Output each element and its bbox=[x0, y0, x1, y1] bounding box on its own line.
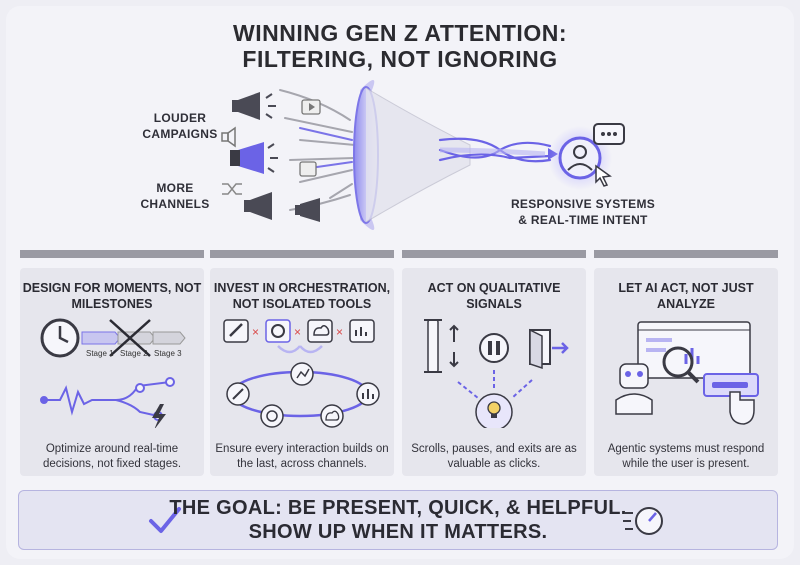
card-description: Optimize around real-time decisions, not… bbox=[42, 443, 182, 470]
gear-icon bbox=[260, 404, 284, 428]
stage-2-label: Stage 2 bbox=[120, 349, 148, 358]
chart-icon bbox=[356, 382, 380, 406]
x-mark-icon: × bbox=[252, 325, 259, 339]
wrench-icon bbox=[223, 319, 249, 343]
card-illustration bbox=[424, 319, 569, 428]
stage-1-label: Stage 1 bbox=[86, 349, 114, 358]
wrench-icon bbox=[226, 382, 250, 406]
page-title-line-1: WINNING GEN Z ATTENTION: bbox=[233, 20, 567, 46]
hero-graphic bbox=[221, 80, 625, 230]
tool-row: × × × bbox=[223, 319, 375, 343]
lightning-icon bbox=[152, 404, 166, 428]
card-design-moments: DESIGN FOR MOMENTS, NOT MILESTONES Stage… bbox=[20, 268, 204, 476]
hero-label-responsive: RESPONSIVE SYSTEMS & REAL-TIME INTENT bbox=[510, 197, 656, 227]
megaphone-icon bbox=[244, 192, 272, 220]
shuffle-icon bbox=[222, 183, 242, 195]
cursor-icon bbox=[595, 164, 612, 187]
card-title: LET AI ACT, NOT JUST ANALYZE bbox=[618, 281, 754, 311]
card-header-bar bbox=[594, 250, 778, 258]
video-icon bbox=[299, 161, 317, 177]
play-icon bbox=[301, 99, 321, 115]
card-header-bar bbox=[210, 250, 394, 258]
megaphone-icon bbox=[295, 198, 320, 222]
x-mark-icon: × bbox=[336, 325, 343, 339]
card-ai-act: LET AI ACT, NOT JUST ANALYZE Agentic sys… bbox=[594, 268, 778, 476]
card-illustration: × × × bbox=[223, 319, 380, 428]
checkmark-icon bbox=[149, 507, 181, 533]
signal-connectors bbox=[457, 370, 533, 399]
scroll-icon bbox=[424, 319, 459, 373]
goal-banner: THE GOAL: BE PRESENT, QUICK, & HELPFUL. … bbox=[18, 490, 778, 550]
card-header-bar bbox=[20, 250, 204, 258]
speedometer-icon bbox=[623, 507, 663, 535]
chart-icon bbox=[290, 362, 314, 386]
stages-arrow bbox=[81, 319, 186, 357]
page-title-line-2: FILTERING, NOT IGNORING bbox=[242, 46, 558, 72]
clock-icon bbox=[40, 318, 80, 358]
lightbulb-head-icon bbox=[475, 393, 513, 428]
card-title: DESIGN FOR MOMENTS, NOT MILESTONES bbox=[22, 281, 202, 311]
megaphone-icon bbox=[230, 142, 278, 174]
card-title: INVEST IN ORCHESTRATION, NOT ISOLATED TO… bbox=[213, 281, 391, 311]
card-title: ACT ON QUALITATIVE SIGNALS bbox=[427, 281, 561, 311]
dashboard-window-icon bbox=[637, 321, 751, 379]
x-mark-icon: × bbox=[294, 325, 301, 339]
megaphone-icon bbox=[232, 92, 276, 120]
card-qualitative-signals: ACT ON QUALITATIVE SIGNALS Scrolls, paus… bbox=[402, 268, 586, 476]
hand-pointer-icon bbox=[729, 391, 755, 425]
stage-3-label: Stage 3 bbox=[154, 349, 182, 358]
cloud-icon bbox=[307, 319, 333, 343]
hero-label-louder: LOUDER CAMPAIGNS bbox=[142, 111, 218, 141]
card-header-bar bbox=[402, 250, 586, 258]
chart-icon bbox=[349, 319, 375, 343]
pause-icon bbox=[479, 333, 509, 363]
hero-illustration: LOUDER CAMPAIGNS MORE CHANNELS RESPONSIV… bbox=[0, 0, 800, 250]
card-description: Ensure every interaction builds on the l… bbox=[215, 443, 389, 470]
card-description: Scrolls, pauses, and exits are as valuab… bbox=[411, 443, 577, 470]
card-illustration bbox=[615, 321, 759, 425]
card-description: Agentic systems must respond while the u… bbox=[607, 443, 765, 470]
magnifier-icon bbox=[662, 346, 700, 384]
outgoing-signal-glow bbox=[439, 147, 546, 157]
cloud-icon bbox=[320, 404, 344, 428]
signal-wave bbox=[40, 377, 175, 421]
speaker-icon bbox=[221, 126, 236, 148]
gear-icon bbox=[265, 319, 291, 343]
goal-line-1: THE GOAL: BE PRESENT, QUICK, & HELPFUL. bbox=[169, 497, 627, 519]
chat-bubble-icon bbox=[593, 123, 625, 145]
goal-line-2: SHOW UP WHEN IT MATTERS. bbox=[248, 521, 548, 543]
funnel-icon bbox=[353, 80, 471, 230]
robot-icon bbox=[615, 363, 653, 415]
incoming-accent-arrows bbox=[299, 127, 353, 169]
card-illustration: Stage 1 Stage 2 Stage 3 bbox=[40, 318, 186, 428]
hero-label-channels: MORE CHANNELS bbox=[140, 181, 210, 211]
user-avatar-icon bbox=[558, 136, 602, 180]
card-orchestration: INVEST IN ORCHESTRATION, NOT ISOLATED TO… bbox=[210, 268, 394, 476]
exit-door-icon bbox=[529, 328, 569, 370]
